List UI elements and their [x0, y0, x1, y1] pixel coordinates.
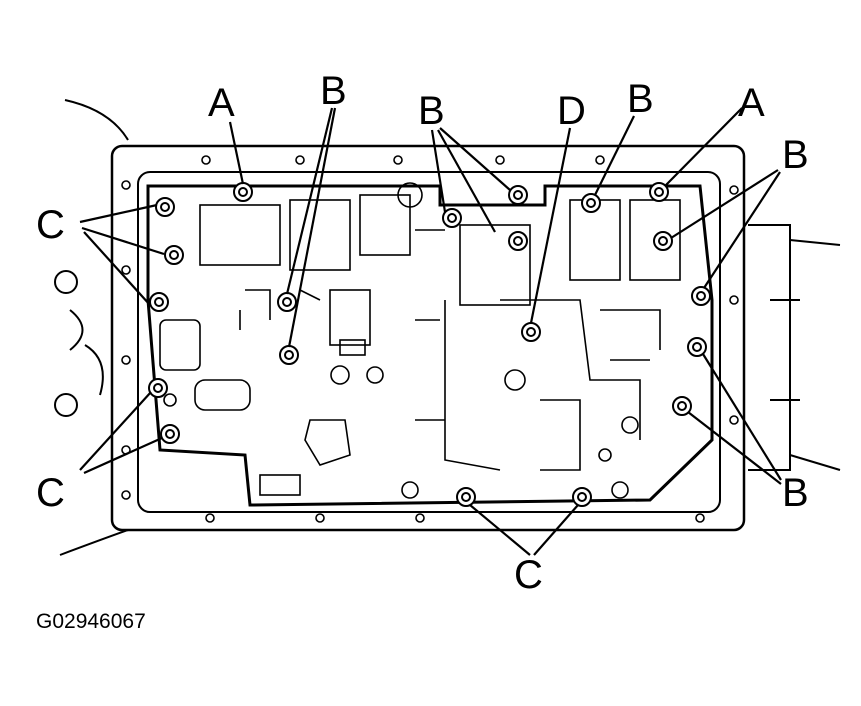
- valve-body: [146, 182, 714, 507]
- bolt-b-left-2: [279, 345, 299, 365]
- label-a-left: A: [208, 81, 235, 125]
- bolt-b-mid-1: [442, 208, 462, 228]
- bolt-b-right-1: [581, 193, 601, 213]
- label-b-far-right: B: [782, 133, 809, 177]
- label-b-top-right: B: [627, 77, 654, 121]
- bolt-c-5: [160, 424, 180, 444]
- label-c-left-top: C: [36, 203, 65, 247]
- bolt-b-low-2: [672, 396, 692, 416]
- figure-id: G02946067: [36, 610, 146, 633]
- bolt-b-far-1: [653, 231, 673, 251]
- bolt-c-6: [456, 487, 476, 507]
- bolt-c-1: [155, 197, 175, 217]
- label-b-bottom-right: B: [782, 471, 809, 515]
- label-d-center: D: [557, 89, 586, 133]
- label-b-top-left: B: [320, 69, 347, 113]
- bolt-c-4: [148, 378, 168, 398]
- bolts: [148, 182, 711, 507]
- bolt-b-left-1: [277, 292, 297, 312]
- bolt-a-right: [649, 182, 669, 202]
- bolt-b-low-1: [687, 337, 707, 357]
- bolt-c-7: [572, 487, 592, 507]
- callout-labels: A B B D B A B C C C B: [36, 69, 809, 597]
- bolt-d: [521, 322, 541, 342]
- bolt-c-2: [164, 245, 184, 265]
- bolt-a-left: [233, 182, 253, 202]
- transmission-housing: [54, 99, 841, 556]
- label-c-left-bottom: C: [36, 471, 65, 515]
- pan-flange: [110, 144, 746, 532]
- bolt-c-3: [149, 292, 169, 312]
- bolt-b-far-2: [691, 286, 711, 306]
- bolt-b-mid-3: [508, 231, 528, 251]
- label-b-top-mid: B: [418, 89, 445, 133]
- bolt-b-mid-2: [508, 185, 528, 205]
- label-a-right: A: [738, 81, 765, 125]
- label-c-bottom: C: [514, 553, 543, 597]
- leader-lines: [79, 107, 782, 556]
